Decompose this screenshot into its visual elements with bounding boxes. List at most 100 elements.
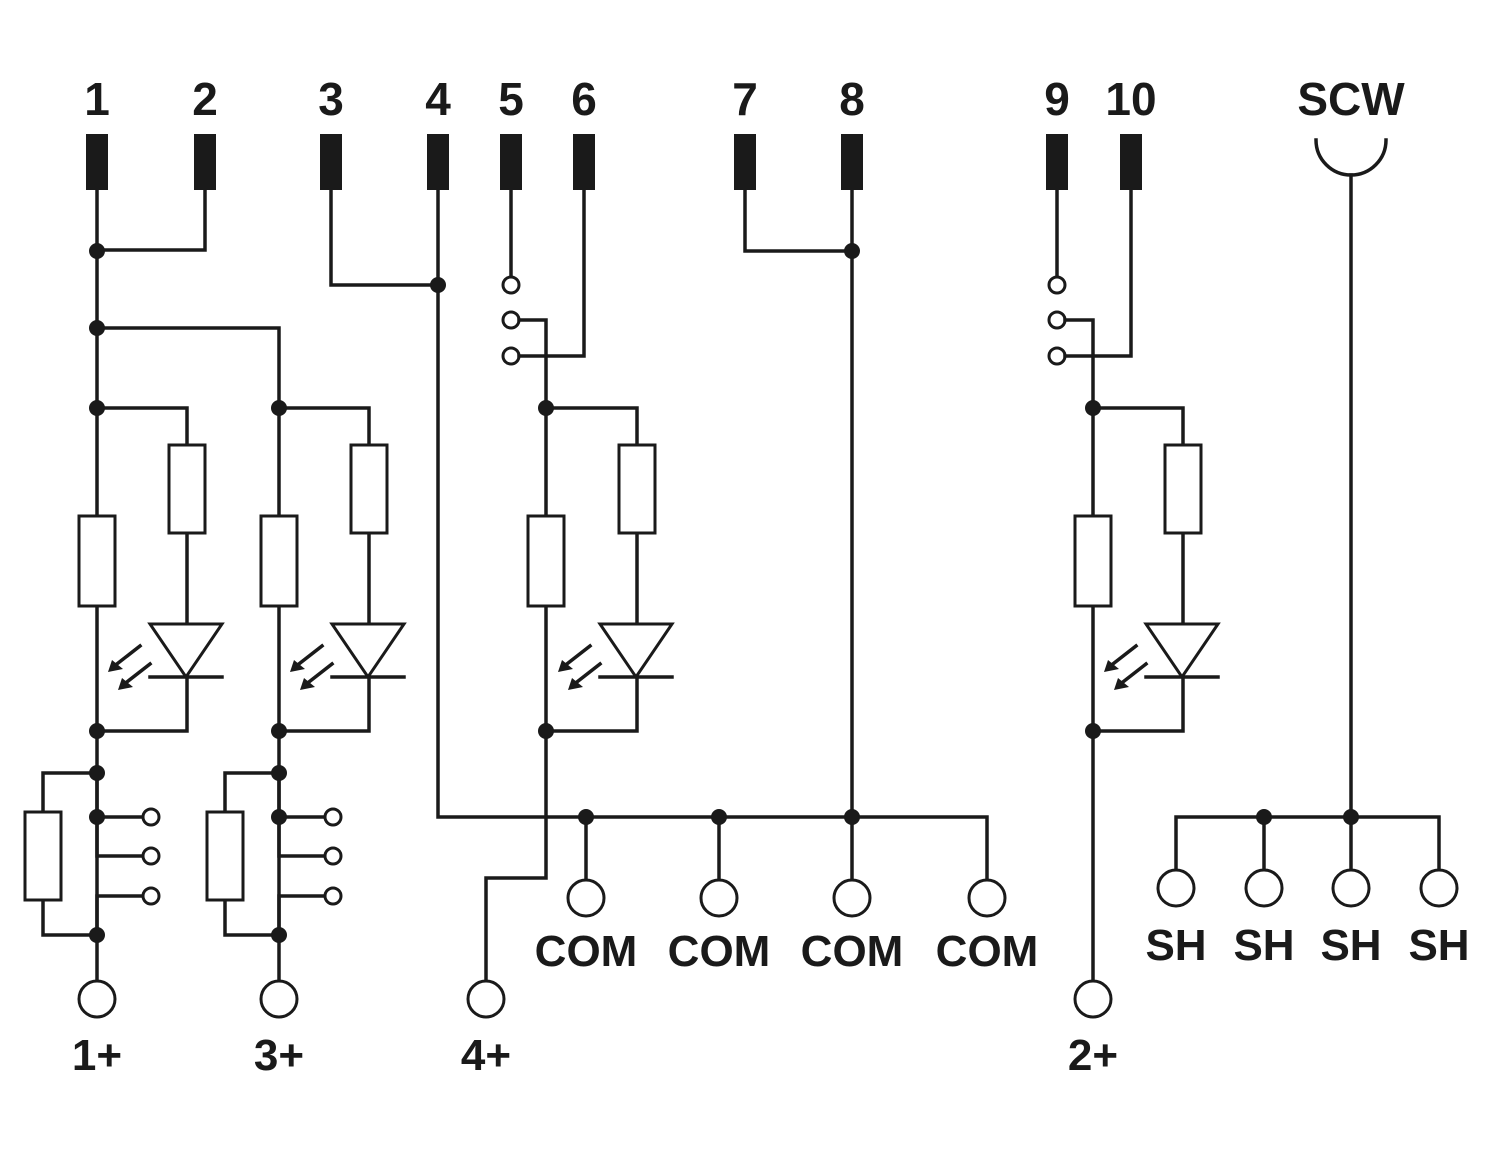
terminal-label-6: 6 — [571, 73, 597, 125]
channel-2-jumper-contact-c — [1047, 346, 1067, 366]
junction-dot — [538, 723, 554, 739]
output-label-4plus: 4+ — [461, 1031, 511, 1080]
junction-dot — [430, 277, 446, 293]
common-bus-wire — [329, 188, 989, 884]
channel-4-fuse — [526, 514, 566, 608]
junction-dot — [271, 927, 287, 943]
channel-3-selector-contact-a — [323, 807, 343, 827]
channel-3-fuse — [259, 514, 299, 608]
com-terminal-1 — [566, 878, 606, 918]
output-terminal-1plus — [77, 979, 117, 1019]
terminals-7-8-wires — [743, 188, 854, 884]
terminal-block-2 — [194, 134, 216, 190]
output-terminal-2plus — [1073, 979, 1113, 1019]
terminal-block-10 — [1120, 134, 1142, 190]
com-label-1: COM — [535, 927, 638, 976]
com-terminals — [566, 815, 1007, 918]
top-terminal-labels: 1 2 3 4 5 6 7 8 9 10 SCW — [84, 73, 1405, 125]
channel-4-jumper-contact-a — [501, 275, 521, 295]
channel-2-led-branch — [1091, 406, 1185, 733]
channel-1-selector-contact-c — [141, 886, 161, 906]
terminal-block-7 — [734, 134, 756, 190]
channel-1-resistor — [167, 443, 207, 535]
sh-terminal-1 — [1156, 868, 1196, 908]
shield-bus-wires — [1174, 173, 1441, 872]
junction-dot — [844, 243, 860, 259]
channel-4-circuit — [466, 188, 675, 1019]
com-terminal-3 — [832, 878, 872, 918]
junction-dot — [1256, 809, 1272, 825]
channel-2-led-symbol — [1104, 622, 1221, 690]
junction-dot — [1343, 809, 1359, 825]
channel-2-resistor — [1163, 443, 1203, 535]
terminal-label-7: 7 — [732, 73, 758, 125]
junction-dot — [89, 723, 105, 739]
junction-dot — [271, 809, 287, 825]
junction-dot — [89, 927, 105, 943]
channel-1-led-branch — [95, 406, 189, 733]
channel-2-jumper-contact-a — [1047, 275, 1067, 295]
channel-2-jumper-contact-b — [1047, 310, 1067, 330]
sh-label-2: SH — [1233, 921, 1294, 970]
junction-dot — [1085, 400, 1101, 416]
channel-3-circuit — [95, 326, 407, 1019]
terminal-block-5 — [500, 134, 522, 190]
channel-1-input-wires — [95, 188, 207, 330]
terminal-label-3: 3 — [318, 73, 344, 125]
com-label-2: COM — [668, 927, 771, 976]
sh-terminal-4 — [1419, 868, 1459, 908]
terminal-label-10: 10 — [1105, 73, 1156, 125]
channel-4-jumper-contact-c — [501, 346, 521, 366]
scw-socket-symbol — [1314, 138, 1388, 177]
top-terminal-blocks — [86, 134, 1388, 190]
output-label-2plus: 2+ — [1068, 1031, 1118, 1080]
channel-3-resistor — [349, 443, 389, 535]
junction-dot — [578, 809, 594, 825]
channel-2-fuse — [1073, 514, 1113, 608]
junction-dot — [271, 723, 287, 739]
terminal-label-1: 1 — [84, 73, 110, 125]
output-terminal-4plus — [466, 979, 506, 1019]
terminal-block-6 — [573, 134, 595, 190]
junction-dot — [538, 400, 554, 416]
terminal-label-8: 8 — [839, 73, 865, 125]
channel-4-jumper-wires — [517, 188, 586, 410]
junction-dot — [89, 243, 105, 259]
channel-3-bypass-wires — [223, 771, 281, 937]
terminal-label-2: 2 — [192, 73, 218, 125]
sh-label-3: SH — [1320, 921, 1381, 970]
channel-3-led-symbol — [290, 622, 407, 690]
junction-dot — [89, 400, 105, 416]
junction-dots — [89, 243, 1359, 943]
terminal-block-4 — [427, 134, 449, 190]
output-terminal-3plus — [259, 979, 299, 1019]
channel-4-led-branch — [544, 406, 639, 733]
output-label-3plus: 3+ — [254, 1031, 304, 1080]
terminal-label-9: 9 — [1044, 73, 1070, 125]
bottom-labels: COM COM COM COM SH SH SH SH 1+ 3+ 4+ 2+ — [72, 921, 1470, 1080]
channel-1-selector-contact-a — [141, 807, 161, 827]
junction-dot — [271, 400, 287, 416]
com-label-4: COM — [936, 927, 1039, 976]
junction-dot — [271, 765, 287, 781]
channel-4-jumper-contact-b — [501, 310, 521, 330]
sh-label-4: SH — [1408, 921, 1469, 970]
channel-2-circuit — [1047, 188, 1221, 1019]
channel-1-fuse — [77, 514, 117, 608]
channel-1-led-symbol — [108, 622, 225, 690]
junction-dot — [711, 809, 727, 825]
terminal-label-5: 5 — [498, 73, 524, 125]
terminal-block-9 — [1046, 134, 1068, 190]
junction-dot — [89, 765, 105, 781]
terminal-block-1 — [86, 134, 108, 190]
sh-terminal-3 — [1331, 868, 1371, 908]
channel-1-bypass-resistor — [23, 810, 63, 902]
channel-4-led-symbol — [558, 622, 675, 690]
terminal-label-4: 4 — [425, 73, 451, 125]
terminal-block-8 — [841, 134, 863, 190]
channel-3-bypass-resistor — [205, 810, 245, 902]
junction-dot — [1085, 723, 1101, 739]
channel-3-selector-contact-c — [323, 886, 343, 906]
channel-1-selector-contact-b — [141, 846, 161, 866]
